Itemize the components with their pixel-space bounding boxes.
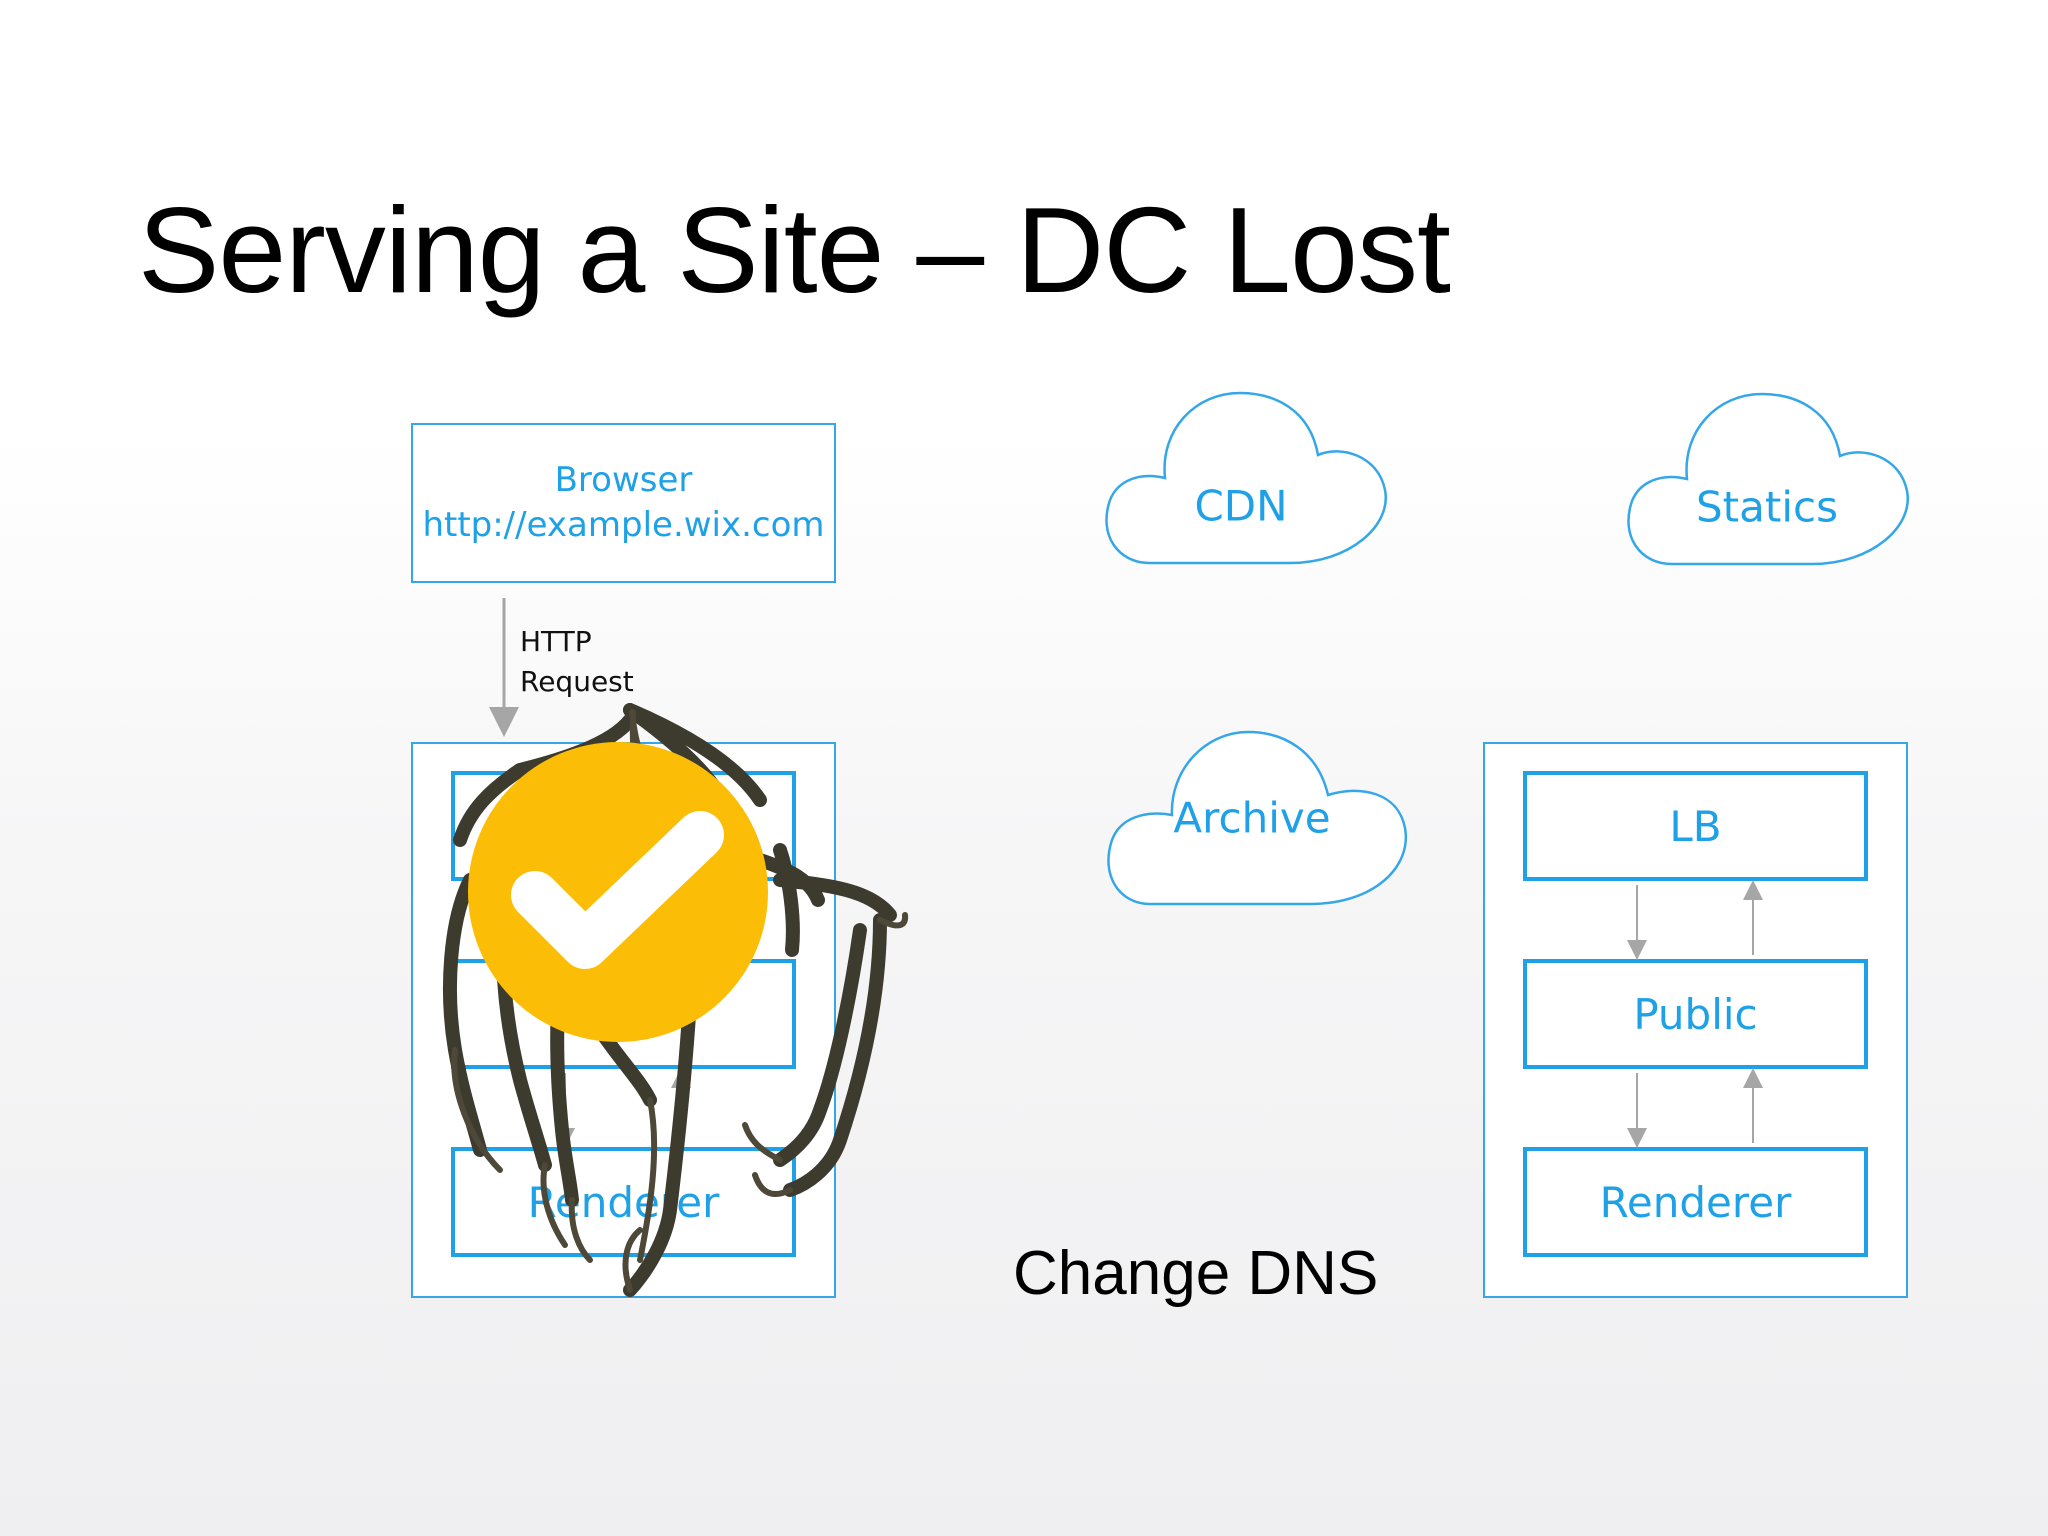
archive-label: Archive bbox=[1173, 793, 1331, 843]
left-renderer-box: Renderer bbox=[451, 1147, 796, 1257]
archive-cloud-shape bbox=[1107, 730, 1408, 906]
renderer-box: Renderer bbox=[1523, 1147, 1868, 1257]
lb-label: LB bbox=[1669, 801, 1722, 851]
browser-box: Browser http://example.wix.com bbox=[411, 423, 836, 583]
slide-title: Serving a Site – DC Lost bbox=[138, 182, 1451, 318]
cdn-label: CDN bbox=[1194, 481, 1288, 531]
browser-url: http://example.wix.com bbox=[422, 505, 825, 545]
statics-label: Statics bbox=[1696, 482, 1838, 532]
left-renderer-label: Renderer bbox=[527, 1177, 720, 1227]
public-label: Public bbox=[1633, 989, 1758, 1039]
statics-cloud-shape bbox=[1627, 392, 1910, 566]
checkmark-badge bbox=[468, 742, 768, 1042]
change-dns-label: Change DNS bbox=[1013, 1239, 1379, 1308]
lb-box: LB bbox=[1523, 771, 1868, 881]
browser-label: Browser bbox=[554, 460, 693, 500]
cdn-cloud-shape bbox=[1105, 391, 1388, 565]
renderer-label: Renderer bbox=[1599, 1177, 1792, 1227]
public-box: Public bbox=[1523, 959, 1868, 1069]
http-request-label: HTTP Request bbox=[520, 625, 634, 698]
checkmark-icon bbox=[511, 811, 724, 969]
